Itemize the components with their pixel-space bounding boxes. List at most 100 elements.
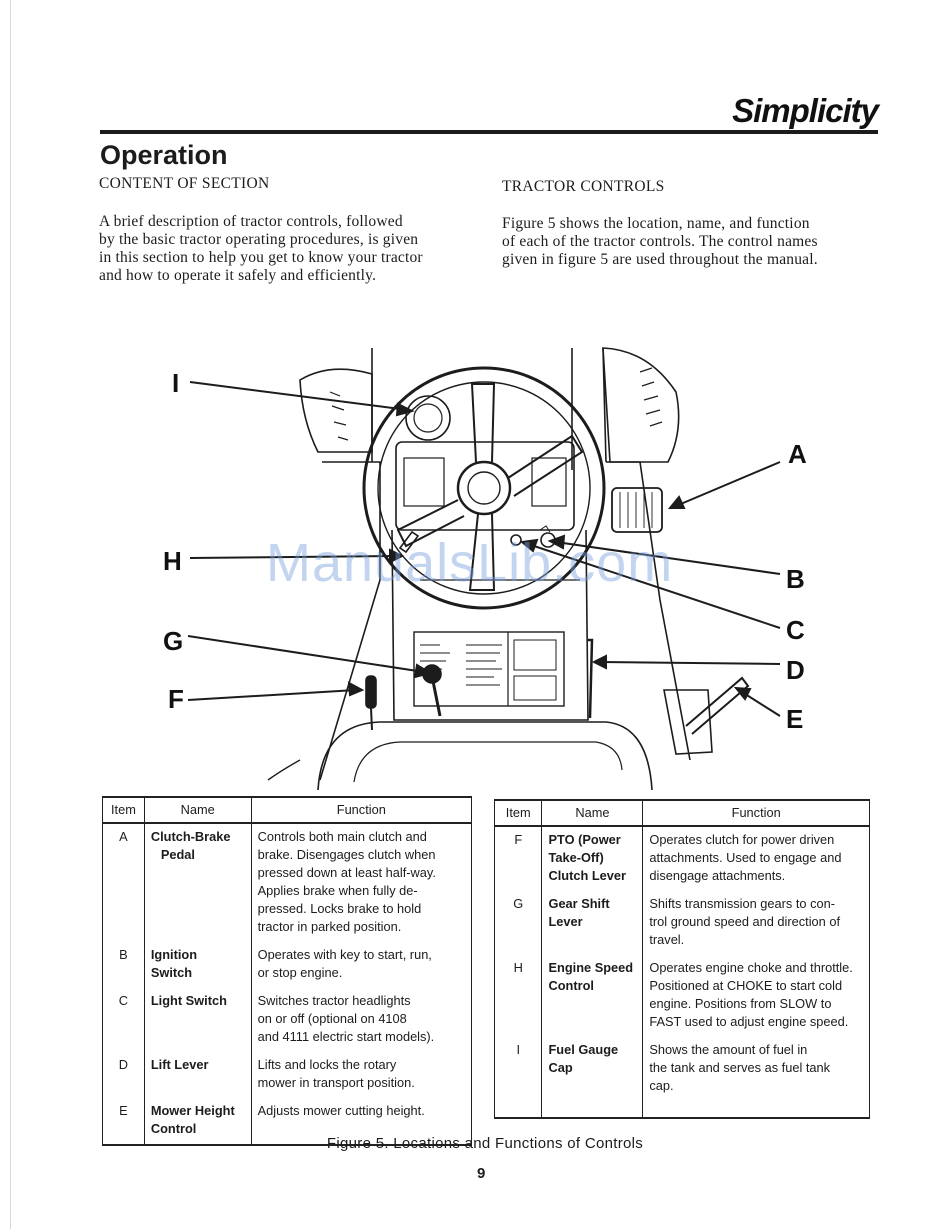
content-section-title: CONTENT OF SECTION [99, 175, 270, 192]
table-row: C Light Switch Switches tractor headligh… [102, 988, 473, 1052]
table-row: G Gear Shift Lever Shifts transmission g… [493, 891, 870, 955]
content-section-paragraph: A brief description of tractor controls,… [99, 213, 465, 285]
function-line: Controls both main clutch and [257, 829, 427, 844]
engine-speed-control [398, 530, 420, 554]
function-line: Positioned at CHOKE to start cold [649, 978, 843, 993]
callout-label: B [786, 564, 805, 594]
item-cell: C [102, 988, 145, 1052]
callout-label: G [163, 626, 183, 656]
clutch-brake-pedal [611, 487, 663, 533]
table-header-row: Item Name Function [102, 796, 473, 824]
function-line: mower in transport position. [257, 1075, 415, 1090]
name-cell: Gear Shift Lever [541, 891, 644, 955]
dash-panel [395, 441, 575, 531]
table-row: I Fuel Gauge Cap Shows the amount of fue… [493, 1037, 870, 1119]
item-cell: A [102, 823, 145, 942]
name-line: Engine Speed [548, 960, 634, 975]
function-cell: Lifts and locks the rotary mower in tran… [250, 1052, 473, 1098]
name-line: Control [150, 1121, 197, 1136]
decal-panel [413, 631, 565, 707]
function-cell: Switches tractor headlights on or off (o… [250, 988, 473, 1052]
steering-wheel-hub [456, 460, 512, 516]
left-tire [299, 368, 373, 453]
name-line: Lift Lever [150, 1057, 209, 1072]
table-row: F PTO (Power Take-Off) Clutch Lever Oper… [493, 826, 870, 891]
page-title: Operation [100, 140, 228, 170]
function-line: brake. Disengages clutch when [257, 847, 436, 862]
controls-table-right: Item Name Function F PTO (Power Take-Off… [493, 799, 870, 1119]
column-header-name: Name [143, 796, 252, 824]
table-row: D Lift Lever Lifts and locks the rotary … [102, 1052, 473, 1098]
function-cell: Shifts transmission gears to con- trol g… [642, 891, 870, 955]
function-line: trol ground speed and direction of [649, 914, 841, 929]
function-line: Lifts and locks the rotary [257, 1057, 397, 1072]
tractor-controls-diagram: I H G F A B C D E [163, 347, 807, 790]
function-cell: Operates engine choke and throttle. Posi… [642, 955, 870, 1037]
paragraph-line: of each of the tractor controls. The con… [502, 233, 818, 250]
column-header-function: Function [642, 799, 870, 827]
right-tire [602, 347, 680, 463]
fuel-gauge-cap [405, 395, 451, 441]
column-header-item: Item [102, 796, 145, 824]
seat [317, 721, 653, 790]
function-cell: Shows the amount of fuel in the tank and… [642, 1037, 870, 1119]
function-line: Adjusts mower cutting height. [257, 1103, 425, 1118]
name-cell: Ignition Switch [143, 942, 252, 988]
left-body-panel [319, 461, 381, 781]
tractor-controls-title: TRACTOR CONTROLS [502, 178, 665, 195]
name-line: Fuel Gauge [548, 1042, 619, 1057]
name-line: Clutch Lever [548, 868, 626, 883]
item-cell: D [102, 1052, 145, 1098]
lift-lever [588, 638, 594, 719]
name-line: Switch [150, 965, 193, 980]
name-line: PTO (Power [548, 832, 621, 847]
function-line: or stop engine. [257, 965, 343, 980]
item-cell: F [493, 826, 543, 891]
function-line: disengage attachments. [649, 868, 786, 883]
item-cell: I [493, 1037, 543, 1119]
table-row: A Clutch-Brake Pedal Controls both main … [102, 823, 473, 942]
table-row: B Ignition Switch Operates with key to s… [102, 942, 473, 988]
callout-label: F [168, 684, 184, 714]
name-line: Cap [548, 1060, 573, 1075]
item-cell: B [102, 942, 145, 988]
function-line: tractor in parked position. [257, 919, 402, 934]
watermark: ManualsLib.com [266, 533, 674, 593]
callout-label: C [786, 615, 805, 645]
function-line: engine. Positions from SLOW to [649, 996, 832, 1011]
column-header-item: Item [493, 799, 543, 827]
paragraph-line: A brief description of tractor controls,… [99, 213, 403, 230]
callout-label: D [786, 655, 805, 685]
scan-edge-line [10, 0, 11, 1229]
name-cell: Engine Speed Control [541, 955, 644, 1037]
name-cell: Light Switch [143, 988, 252, 1052]
item-cell: G [493, 891, 543, 955]
function-line: Applies brake when fully de- [257, 883, 418, 898]
paragraph-line: Figure 5 shows the location, name, and f… [502, 215, 810, 232]
console [391, 529, 589, 721]
paragraph-line: in this section to help you get to know … [99, 249, 423, 266]
name-line: Lever [548, 914, 583, 929]
steering-wheel-rim [362, 366, 606, 610]
function-line: Shows the amount of fuel in [649, 1042, 808, 1057]
right-body-panel [606, 461, 691, 761]
function-line: and 4111 electric start models). [257, 1029, 435, 1044]
name-line: Control [548, 978, 594, 993]
pto-lever [365, 675, 377, 709]
function-line: the tank and serves as fuel tank [649, 1060, 831, 1075]
table-row: E Mower Height Control Adjusts mower cut… [102, 1098, 473, 1146]
function-cell: Operates with key to start, run, or stop… [250, 942, 473, 988]
function-line: FAST used to adjust engine speed. [649, 1014, 849, 1029]
item-cell: E [102, 1098, 145, 1146]
table-row: H Engine Speed Control Operates engine c… [493, 955, 870, 1037]
name-line: Mower Height [150, 1103, 235, 1118]
brand-logo: Simplicity [732, 92, 879, 129]
function-cell: Adjusts mower cutting height. [250, 1098, 473, 1146]
function-line: travel. [649, 932, 685, 947]
name-line: Gear Shift [548, 896, 610, 911]
column-header-name: Name [541, 799, 644, 827]
function-line: cap. [649, 1078, 674, 1093]
callout-label: H [163, 546, 182, 576]
name-line: Light Switch [150, 993, 227, 1008]
